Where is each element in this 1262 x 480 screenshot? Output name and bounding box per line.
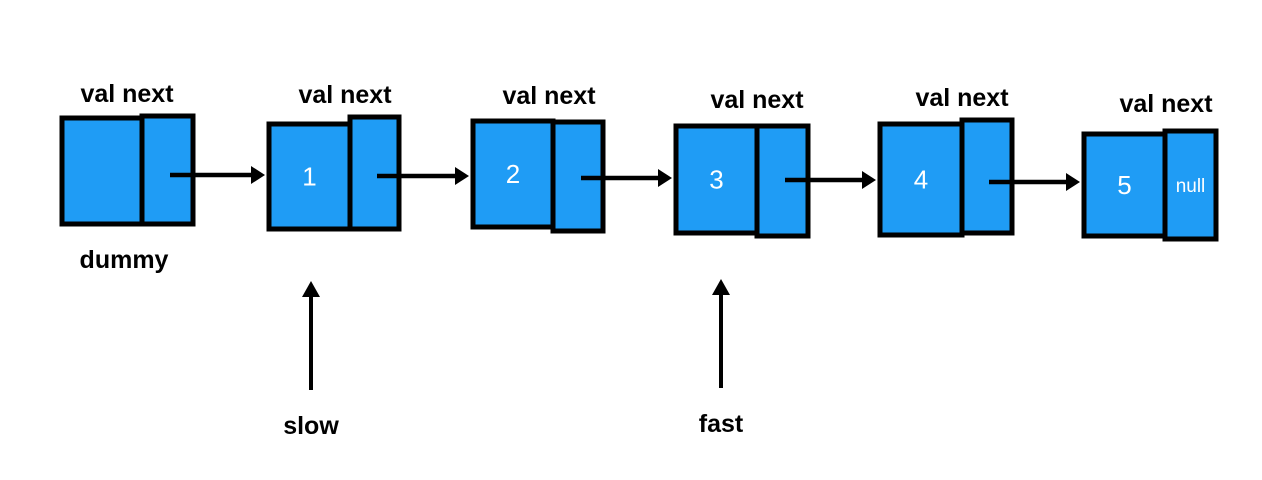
node-next-box <box>1162 128 1219 242</box>
node-next-box <box>139 113 196 227</box>
node-val-text: 2 <box>506 159 520 189</box>
node-val-text: 1 <box>302 162 316 192</box>
next-pointer-arrow <box>377 167 469 185</box>
pointer-head-icon <box>302 281 320 297</box>
node-next-box <box>347 114 402 232</box>
arrow-head-icon <box>658 169 672 187</box>
node-caption-dummy: dummy <box>80 246 169 274</box>
node-val-box <box>673 123 760 236</box>
list-node-3[interactable]: val next 3 <box>673 86 811 239</box>
node-next-box <box>959 117 1015 236</box>
node-val-box <box>59 115 145 227</box>
next-pointer-arrow <box>785 171 876 189</box>
fast-pointer-label: fast <box>699 410 744 438</box>
link-arrow-group <box>170 166 1080 191</box>
node-val-text: 4 <box>914 165 928 195</box>
node-header-label: val next <box>298 81 392 109</box>
list-node-dummy[interactable]: val next dummy <box>59 80 196 274</box>
arrow-head-icon <box>1066 173 1080 191</box>
list-node-1[interactable]: val next 1 <box>266 81 402 232</box>
node-next-null-text: null <box>1176 176 1206 197</box>
arrow-head-icon <box>862 171 876 189</box>
node-header-label: val next <box>1119 90 1213 118</box>
node-val-text: 3 <box>709 165 723 195</box>
next-pointer-arrow <box>989 173 1080 191</box>
list-node-2[interactable]: val next 2 <box>470 82 606 234</box>
node-header-label: val next <box>710 86 804 114</box>
slow-pointer-label: slow <box>283 412 339 440</box>
node-next-box <box>550 119 606 234</box>
arrow-head-icon <box>251 166 265 184</box>
pointer-head-icon <box>712 279 730 295</box>
next-pointer-arrow <box>170 166 265 184</box>
node-header-label: val next <box>502 82 596 110</box>
next-pointer-arrow <box>581 169 672 187</box>
node-val-box <box>1081 131 1168 239</box>
list-node-4[interactable]: val next 4 <box>877 84 1015 238</box>
node-header-label: val next <box>915 84 1009 112</box>
node-val-text: 5 <box>1117 170 1131 200</box>
slow-pointer-arrow <box>302 281 320 390</box>
fast-pointer-arrow <box>712 279 730 388</box>
node-val-box <box>877 121 965 238</box>
node-val-box <box>470 118 556 230</box>
arrow-head-icon <box>455 167 469 185</box>
node-header-label: val next <box>80 80 174 108</box>
list-node-5[interactable]: val next 5 null <box>1081 90 1219 242</box>
